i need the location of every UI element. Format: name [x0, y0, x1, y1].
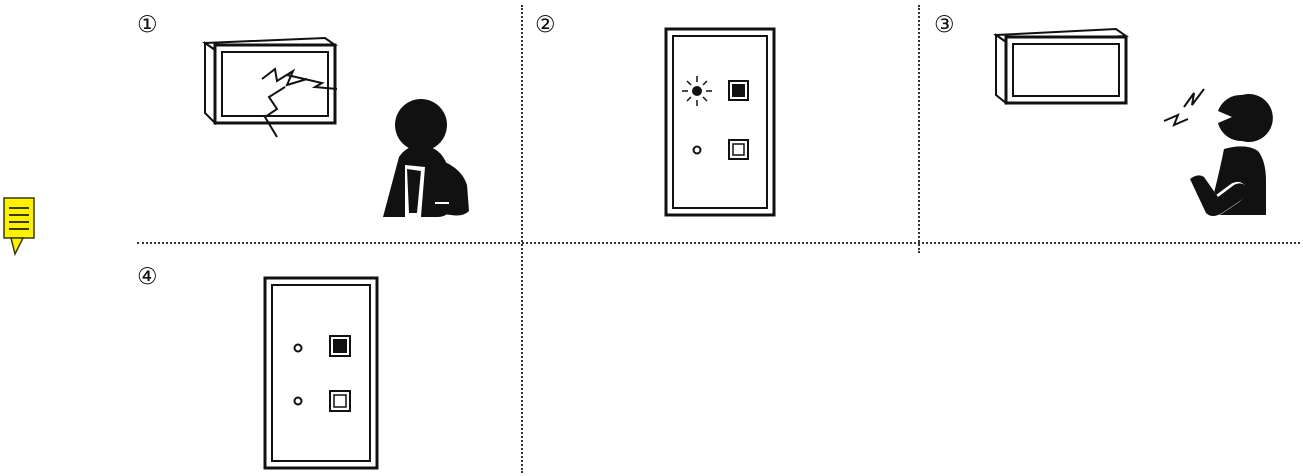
panel-step-1: ①	[137, 5, 521, 242]
person-speaking-icon	[1154, 85, 1284, 225]
person-listening-icon	[375, 95, 495, 225]
panel-step-4: ④	[137, 243, 521, 476]
panel-step-3: ③	[918, 5, 1303, 242]
panel-step-2: ②	[521, 5, 918, 242]
control-panel-icon	[521, 5, 918, 242]
control-panel-icon	[137, 243, 521, 476]
sticky-note-icon[interactable]	[3, 197, 36, 257]
